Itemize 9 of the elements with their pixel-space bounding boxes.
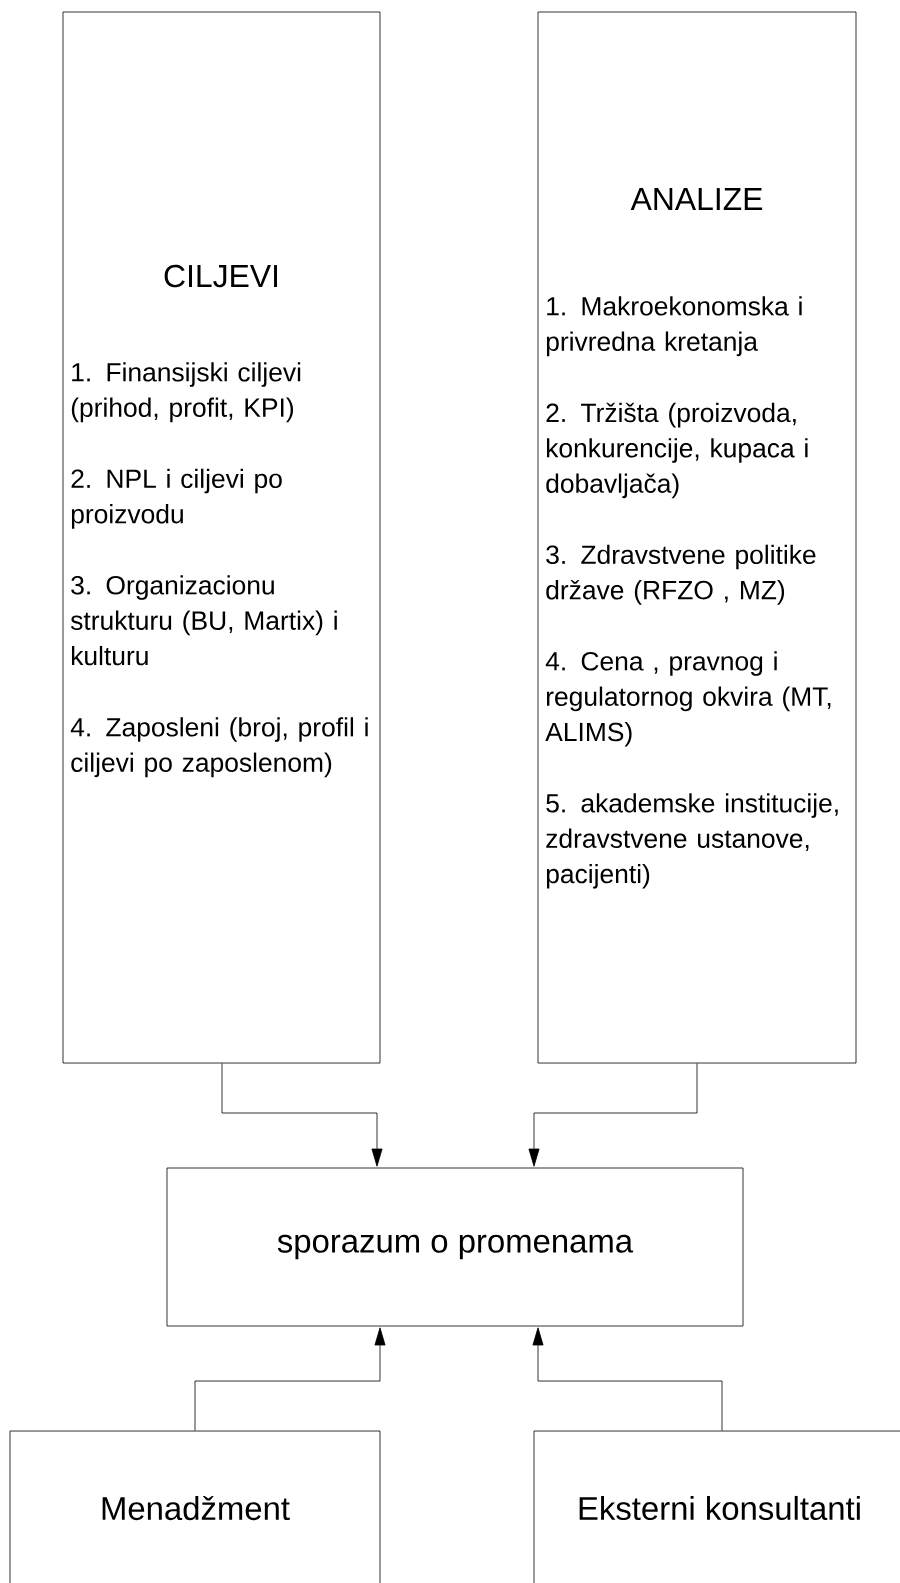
arrow [528,1063,698,1167]
process-box: Menadžment [9,1430,381,1583]
arrow [221,1063,383,1167]
process-box: sporazum o promenama [166,1167,744,1327]
arrow [532,1327,723,1431]
list-box: CILJEVI 1. Finansijski ciljevi (prihod, profit, KPI) 2. NPL i ciljevi po proizvodu 3. Organizacionu strukturu (BU, Martix) i kulturu 4. Zaposleni (broj, profil i ciljevi po zaposlenom) [62,11,381,1064]
list-box: ANALIZE 1. Makroekonomska i privredna kretanja 2. Tržišta (proizvoda, konkurencije, kupaca i dobavljača) 3. Zdravstvene politike države (RFZO , MZ) 4. Cena , pravnog i regulatornog okvira (MT, ALIMS) 5. akademske institucije, zdravstvene ustanove, pacijenti) [537,11,857,1064]
process-box: Eksterni konsultanti [533,1430,900,1583]
arrow [194,1327,386,1431]
